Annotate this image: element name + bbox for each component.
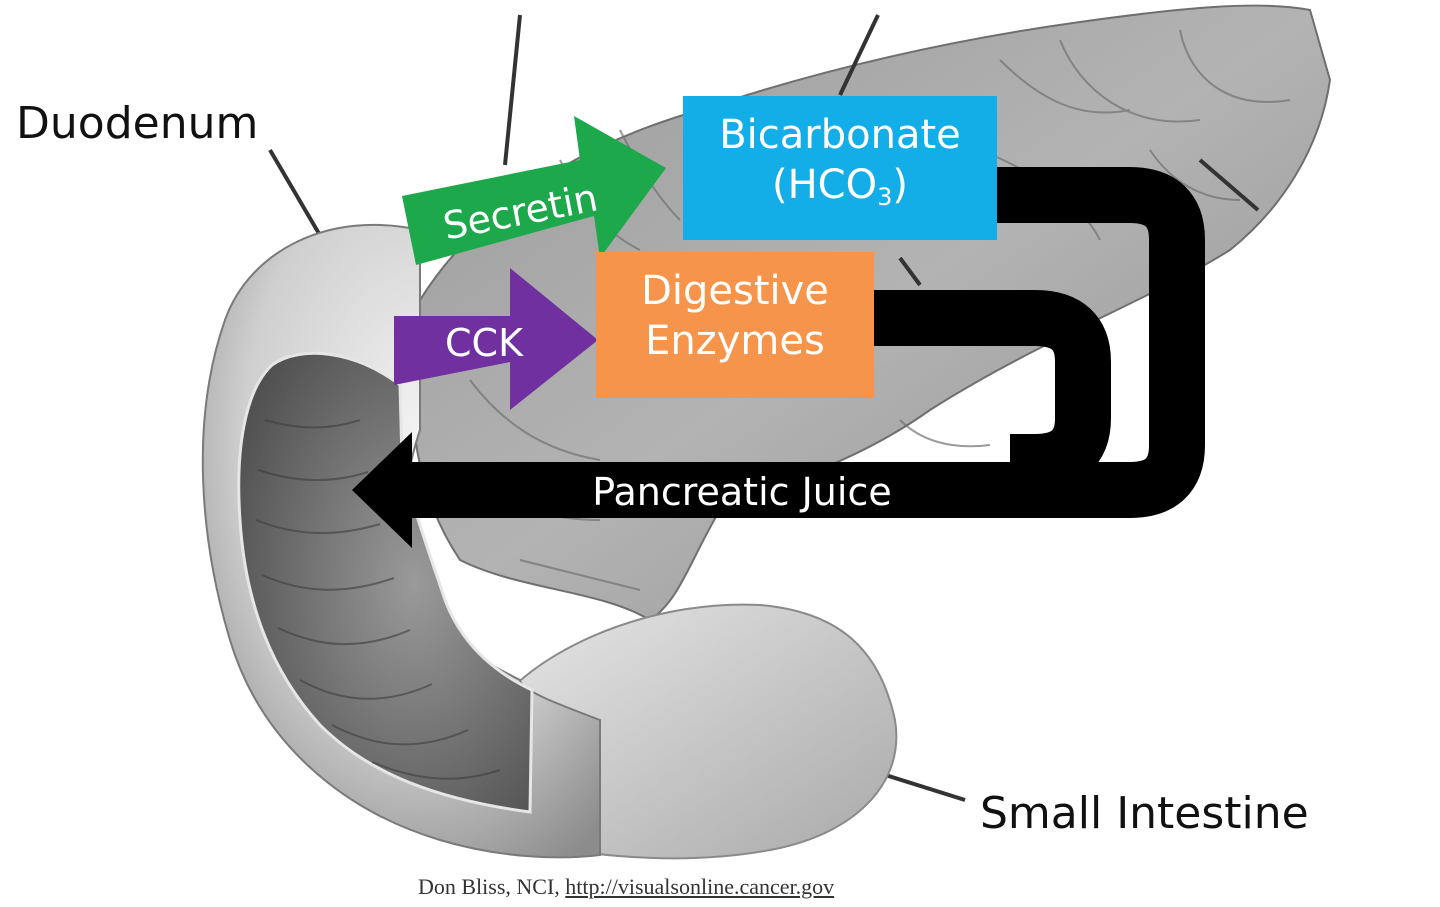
lumen-folds [255, 419, 501, 780]
duct-bicarbonate [978, 167, 1205, 518]
enzymes-line1: Digestive [641, 268, 829, 314]
duodenum-lumen [237, 351, 534, 814]
formula-open: (HCO [772, 162, 878, 208]
credit-link[interactable]: http://visualsonline.cancer.gov [565, 874, 835, 899]
cck-label: CCK [445, 321, 524, 365]
enzymes-line2: Enzymes [645, 318, 825, 364]
pancreatic-juice-arrow [352, 432, 1100, 548]
pancreatic-juice-label: Pancreatic Juice [592, 470, 891, 514]
duct-enzymes [872, 290, 1111, 490]
bicarbonate-formula: (HCO3) [683, 160, 997, 210]
formula-close: ) [892, 162, 908, 208]
duodenum-label: Duodenum [16, 98, 259, 149]
cck-arrow [394, 268, 598, 410]
small-intestine [508, 603, 898, 860]
small-intestine-label: Small Intestine [980, 788, 1309, 839]
digestive-enzymes-box: Digestive Enzymes [596, 252, 874, 398]
formula-subscript: 3 [877, 183, 893, 212]
credit-author: Don Bliss, NCI, [418, 874, 566, 899]
image-credit: Don Bliss, NCI, http://visualsonline.can… [418, 874, 834, 900]
bicarbonate-box: Bicarbonate (HCO3) [683, 96, 997, 240]
secretin-arrow [402, 116, 666, 265]
bicarbonate-title: Bicarbonate [719, 112, 961, 158]
